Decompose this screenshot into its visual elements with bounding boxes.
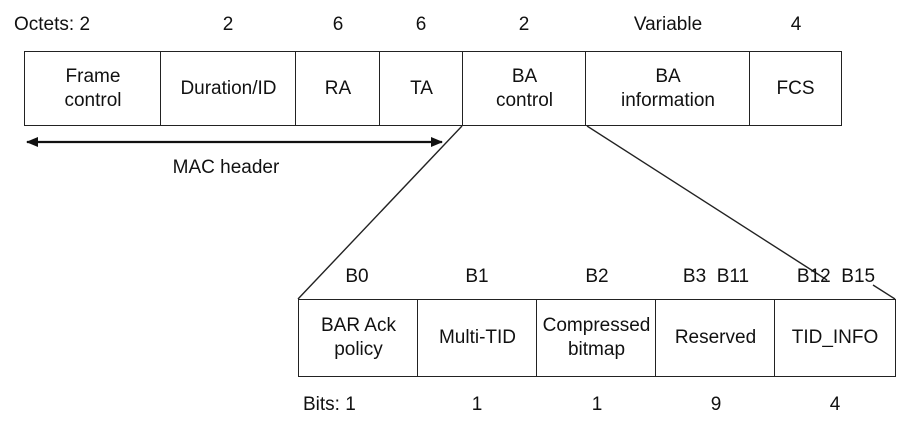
expansion-line-left [297, 125, 463, 300]
field-duration-id: Duration/ID [160, 51, 297, 126]
octets-duration-id: 2 [222, 14, 234, 35]
mac-header-label: MAC header [172, 157, 280, 178]
bit-label-b3-b11: B3 B11 [682, 266, 750, 287]
expansion-line-right-tail [872, 284, 896, 300]
bits-prefix-label: Bits: 1 [303, 394, 356, 415]
octets-fcs: 4 [790, 14, 802, 35]
bits-multi-tid: 1 [471, 394, 483, 415]
octets-ba-information: Variable [633, 14, 703, 35]
bits-tid-info: 4 [829, 394, 841, 415]
subfield-bar-ack-policy: BAR Ack policy [298, 299, 419, 377]
field-ba-control: BA control [462, 51, 587, 126]
subfield-multi-tid: Multi-TID [417, 299, 538, 377]
octets-ta: 6 [415, 14, 427, 35]
bits-reserved: 9 [710, 394, 722, 415]
bit-label-b0: B0 [345, 266, 369, 287]
subfield-tid-info: TID_INFO [774, 299, 896, 377]
field-ba-information: BA information [585, 51, 751, 126]
octets-ba-control: 2 [518, 14, 530, 35]
field-frame-control: Frame control [24, 51, 162, 126]
bits-compressed-bitmap: 1 [591, 394, 603, 415]
bit-label-b1: B1 [465, 266, 489, 287]
field-ra: RA [295, 51, 381, 126]
bit-label-b12-b15: B12 B15 [796, 266, 876, 287]
subfield-reserved: Reserved [655, 299, 776, 377]
bit-label-b2: B2 [585, 266, 609, 287]
field-fcs: FCS [749, 51, 842, 126]
octets-prefix-label: Octets: 2 [14, 14, 91, 35]
expansion-line-right [586, 125, 828, 281]
subfield-compressed-bitmap: Compressed bitmap [536, 299, 657, 377]
octets-ra: 6 [332, 14, 344, 35]
field-ta: TA [379, 51, 464, 126]
